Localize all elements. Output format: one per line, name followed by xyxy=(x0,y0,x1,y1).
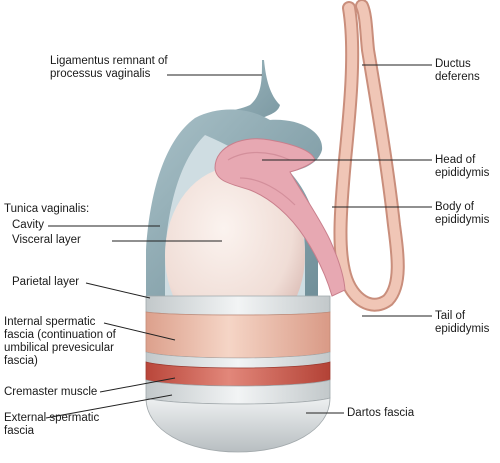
label-dartos-fascia: Dartos fascia xyxy=(347,407,415,419)
dartos-fascia-shape xyxy=(145,397,331,453)
label-visceral-layer: Visceral layer xyxy=(12,234,81,246)
leader-lines xyxy=(45,64,432,419)
label-cavity: Cavity xyxy=(12,219,44,231)
label-tunica-vaginalis: Tunica vaginalis: xyxy=(4,203,90,215)
internal-spermatic-fascia-band xyxy=(145,311,331,359)
label-parietal-layer: Parietal layer xyxy=(12,276,80,288)
label-cremaster-muscle: Cremaster muscle xyxy=(4,386,98,398)
parietal-layer-band xyxy=(145,295,331,316)
